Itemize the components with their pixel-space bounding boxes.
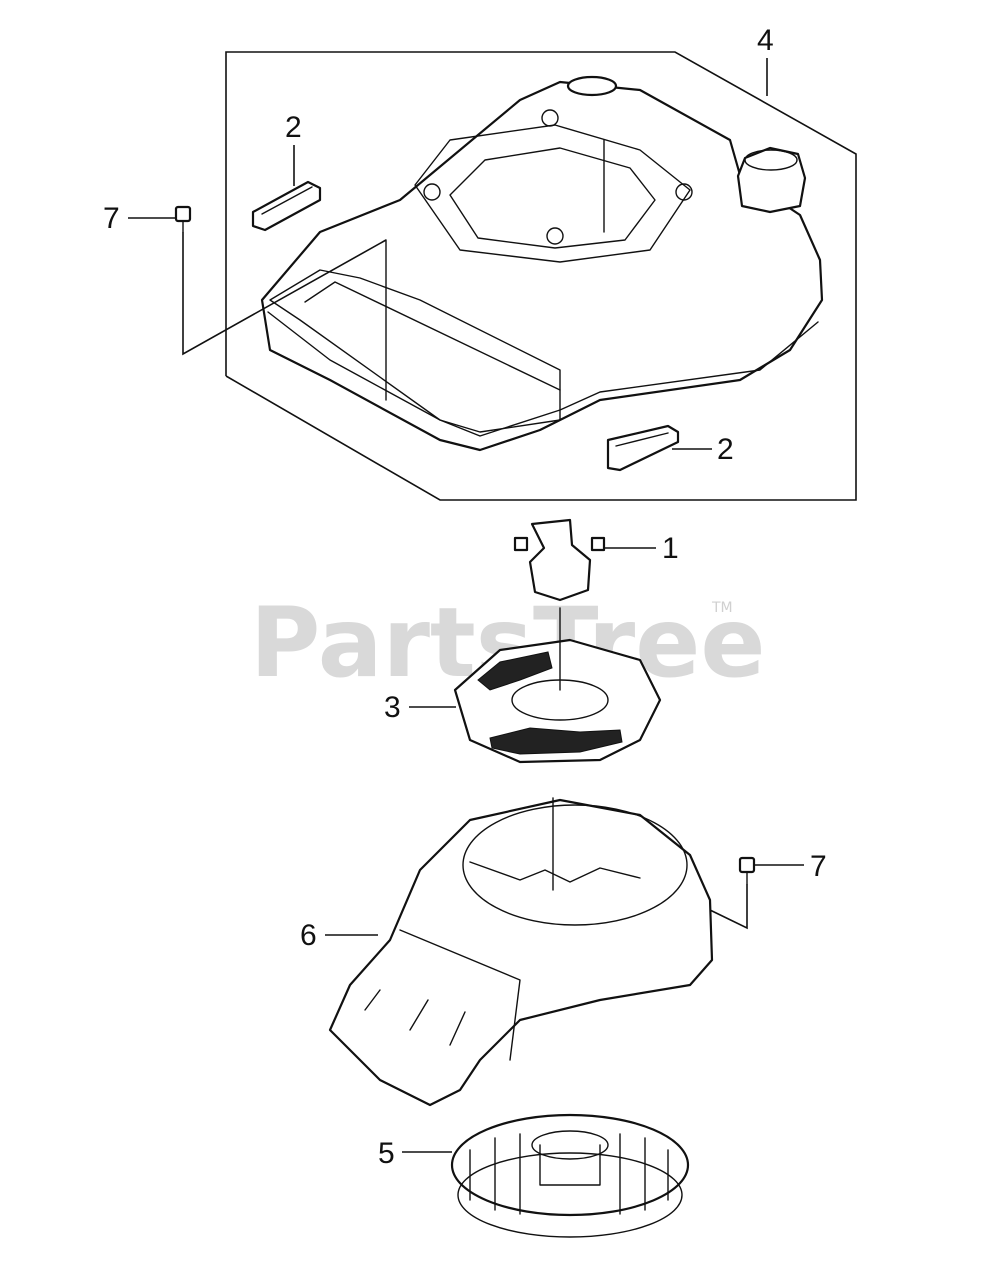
part-5-flywheel [450,1113,690,1238]
callout-5: 5 [378,1137,395,1170]
leader-lines [128,58,804,1153]
callout-3: 3 [384,691,401,724]
part-4-shroud-cover [260,75,824,452]
watermark-trademark: TM [711,600,733,616]
part-2-clip-lower [606,424,680,472]
part-3-plate [453,607,662,764]
callout-4: 4 [757,24,774,57]
part-7-screw-upper [174,205,192,233]
callout-1: 1 [662,532,679,565]
part-6-blower-housing [328,797,714,1107]
assembly-4-outline [225,51,857,501]
callout-2-upper: 2 [285,111,302,144]
part-7-screw-lower [738,856,756,885]
callout-2-lower: 2 [717,433,734,466]
callouts: 4 2 2 7 1 3 6 7 5 [103,24,827,1170]
callout-7-lower: 7 [810,850,827,883]
part-1-ratchet [513,518,606,602]
part-2-clip-upper [251,180,322,232]
callout-7-upper: 7 [103,202,120,235]
callout-6: 6 [300,919,317,952]
